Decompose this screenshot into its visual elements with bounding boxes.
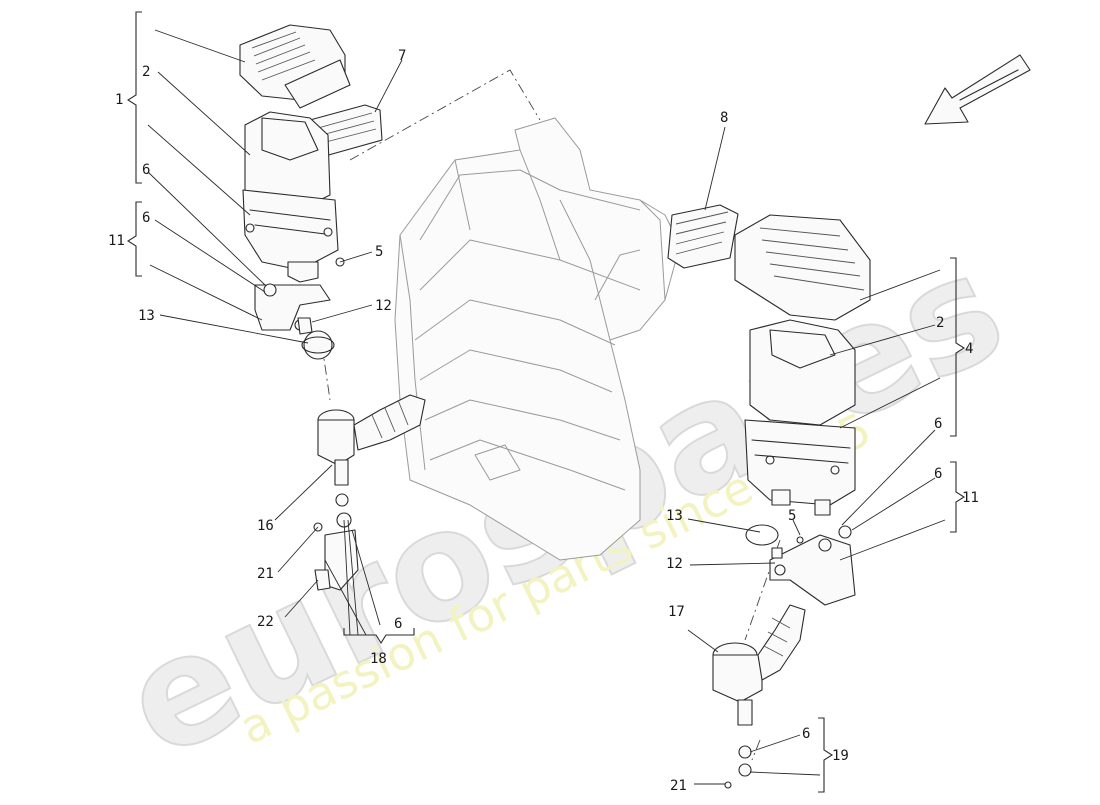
right-intake-elbow [712, 604, 806, 789]
brace-1 [126, 11, 142, 184]
left-intake-elbow [317, 394, 426, 528]
callout-7: 7 [398, 48, 406, 64]
callout-11-right: 11 [962, 490, 979, 506]
callout-6-left-b: 6 [142, 210, 150, 226]
right-airbox-cover [734, 214, 871, 321]
callout-6-right-b: 6 [934, 466, 942, 482]
callout-21-right: 21 [670, 778, 687, 794]
assembly-leader-right-lower [744, 539, 781, 641]
left-airbox-cover [239, 24, 351, 109]
assembly-leader-left [349, 69, 541, 161]
callout-labels: 1 2 7 6 6 11 5 12 13 8 16 21 22 6 18 2 4… [108, 48, 979, 794]
callout-16: 16 [257, 518, 274, 534]
right-air-filter [749, 319, 856, 426]
callout-12-right: 12 [666, 556, 683, 572]
callout-22: 22 [257, 614, 274, 630]
brace-11-right [950, 461, 966, 533]
brace-18 [343, 628, 415, 645]
callout-18: 18 [370, 651, 387, 667]
right-bracket [745, 524, 856, 606]
callout-12-left: 12 [375, 298, 392, 314]
right-intake-duct [667, 204, 739, 269]
callout-17: 17 [668, 604, 685, 620]
assembly-leader-right-bottom [751, 739, 761, 761]
callout-5-right: 5 [788, 508, 796, 524]
braces [126, 11, 966, 793]
callout-2-left: 2 [142, 64, 150, 80]
arrow-down-left-icon [924, 54, 1031, 125]
callout-21-left: 21 [257, 566, 274, 582]
callout-1: 1 [115, 92, 123, 108]
callout-6-left-a: 6 [142, 162, 150, 178]
air-intake-shroud [394, 117, 681, 561]
left-air-filter [242, 111, 339, 283]
callout-5-left: 5 [375, 244, 383, 260]
callout-6-bottom-left: 6 [394, 616, 402, 632]
callout-4: 4 [965, 341, 973, 357]
callout-11-left: 11 [108, 233, 125, 249]
callout-6-bottom-right: 6 [802, 726, 810, 742]
right-filter-housing [744, 419, 856, 516]
callout-13-left: 13 [138, 308, 155, 324]
brace-19 [818, 717, 834, 793]
callout-19: 19 [832, 748, 849, 764]
brace-11-left [126, 201, 142, 277]
callout-8: 8 [720, 110, 728, 126]
callout-2-right: 2 [936, 315, 944, 331]
callout-13-right: 13 [666, 508, 683, 524]
leader-lines [147, 29, 946, 785]
callout-6-right-a: 6 [934, 416, 942, 432]
brace-4 [950, 257, 966, 437]
